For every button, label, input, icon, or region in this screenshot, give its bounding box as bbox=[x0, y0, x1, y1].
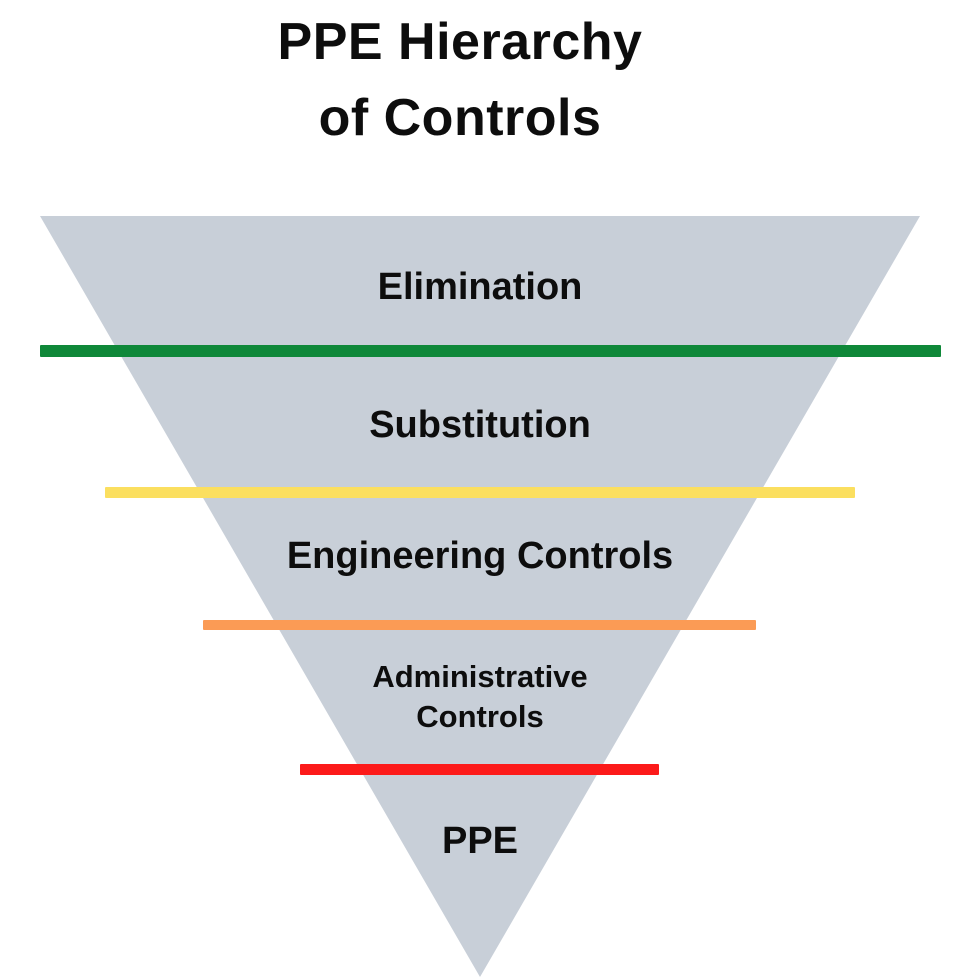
level-label-elimination: Elimination bbox=[377, 266, 583, 308]
level-label-administrative-controls: Administrative Controls bbox=[372, 659, 588, 734]
level-label-substitution: Substitution bbox=[369, 404, 591, 446]
level-label-engineering-controls: Engineering Controls bbox=[286, 535, 674, 577]
divider-below-engineering-controls bbox=[203, 620, 756, 630]
divider-below-substitution bbox=[105, 487, 855, 498]
page-title-line-1: PPE Hierarchy bbox=[277, 13, 643, 71]
level-label-ppe: PPE bbox=[441, 820, 519, 862]
page-title: PPE Hierarchy of Controls bbox=[0, 4, 920, 156]
page-title-line-2: of Controls bbox=[318, 89, 602, 147]
funnel-triangle bbox=[40, 216, 920, 977]
divider-below-administrative-controls bbox=[300, 764, 659, 775]
divider-below-elimination bbox=[40, 345, 941, 357]
